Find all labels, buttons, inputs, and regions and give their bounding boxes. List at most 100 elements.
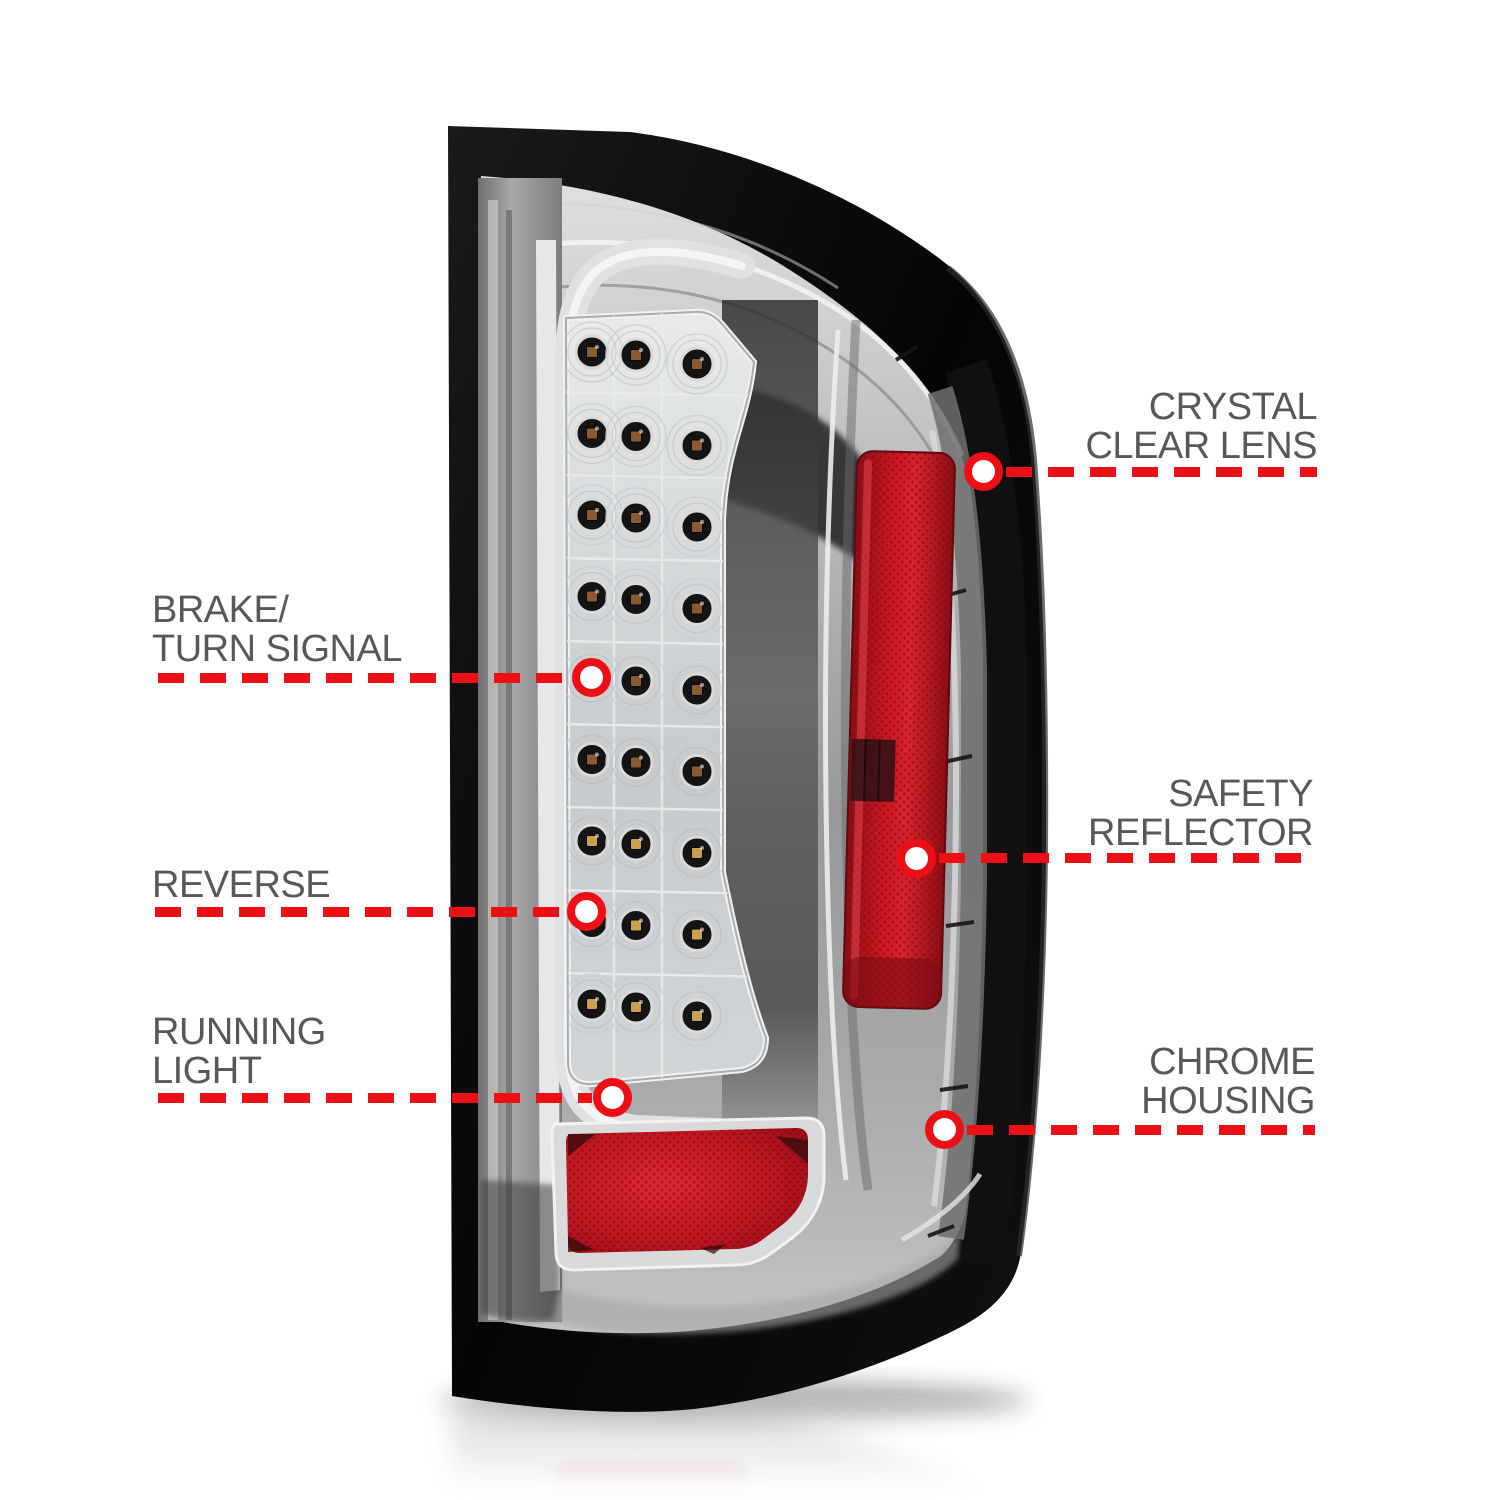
callout-dot-chrome-housing [925,1110,964,1149]
led [595,997,599,1001]
led [700,601,704,606]
callout-label-line: RUNNING [152,1011,326,1053]
led [630,675,642,687]
bottom-reflector-red [550,1116,826,1272]
led [672,665,722,715]
led [639,1000,643,1004]
led [691,358,703,370]
led [605,405,667,468]
led [611,412,661,461]
led [672,421,722,470]
callout-label-line: BRAKE/ [152,589,289,631]
led [700,683,704,687]
callout-dot-reverse [567,892,606,931]
led [630,838,642,850]
callout-label-line: SAFETY [1168,773,1313,815]
callout-dot-crystal-clear-lens [964,452,1003,491]
callout-safety-reflector: SAFETY REFLECTOR [1088,775,1313,853]
led [691,928,703,941]
led [639,755,643,760]
led [567,979,617,1029]
led [630,919,642,932]
led [639,348,643,352]
led [630,349,642,361]
led [595,752,599,757]
led [691,1010,703,1022]
led [567,735,617,784]
callout-label-line: HOUSING [1141,1080,1315,1122]
led [567,409,617,458]
led [595,345,599,349]
callout-line-reverse [155,907,565,917]
callout-label-line: CHROME [1149,1041,1315,1083]
led [611,982,661,1032]
led [605,976,667,1038]
led [611,819,661,869]
chrome-housing-detail [823,319,1027,1263]
callout-dot-safety-reflector [897,839,936,878]
led [611,656,661,706]
led [611,738,661,787]
led [595,508,599,512]
led [586,590,598,603]
callout-line-brake-turn-signal [158,673,571,683]
callout-label-line: LIGHT [152,1050,262,1092]
led [639,837,643,841]
led [691,684,703,696]
led [666,985,728,1047]
led [630,1001,642,1013]
callout-running-light: RUNNING LIGHT [152,1013,326,1091]
led [605,324,667,386]
led [605,731,667,794]
led [586,753,598,766]
led [595,589,599,594]
callout-label-line: REVERSE [152,864,331,906]
led [691,765,703,778]
led [700,520,704,524]
callout-line-running-light [158,1093,592,1103]
led [567,816,617,866]
callout-label-line: CRYSTAL [1148,386,1318,428]
led [567,327,617,377]
callout-dot-brake-turn-signal [572,658,611,697]
led [672,502,722,552]
callout-label-line: REFLECTOR [1088,812,1313,854]
led [666,333,728,395]
callout-brake-turn-signal: BRAKE/ TURN SIGNAL [152,591,402,669]
led [567,490,617,540]
led [672,828,722,878]
led [666,414,728,477]
led [672,747,722,796]
led [666,903,728,966]
led [586,427,598,440]
led [672,991,722,1041]
led [605,487,667,549]
led [605,568,667,631]
callout-line-safety-reflector [939,853,1313,863]
led [691,847,703,859]
led [700,438,704,443]
callout-line-chrome-housing [967,1125,1315,1135]
callout-reverse: REVERSE [152,864,331,906]
callout-chrome-housing: CHROME HOUSING [1141,1043,1315,1121]
led [639,918,643,923]
led [611,901,661,950]
floor-reflection [420,1380,1100,1500]
led [586,346,598,358]
led [639,511,643,515]
led [586,835,598,847]
led [691,439,703,452]
callout-crystal-clear-lens: CRYSTAL CLEAR LENS [1085,388,1317,466]
led [700,927,704,932]
callout-dot-running-light [593,1078,632,1117]
led [611,575,661,624]
led [700,764,704,769]
safety-reflector-red [842,450,956,1010]
led [595,426,599,431]
callout-label-line: TURN SIGNAL [152,628,402,670]
led [586,998,598,1010]
callout-label-line: CLEAR LENS [1085,425,1317,467]
led [700,1009,704,1013]
